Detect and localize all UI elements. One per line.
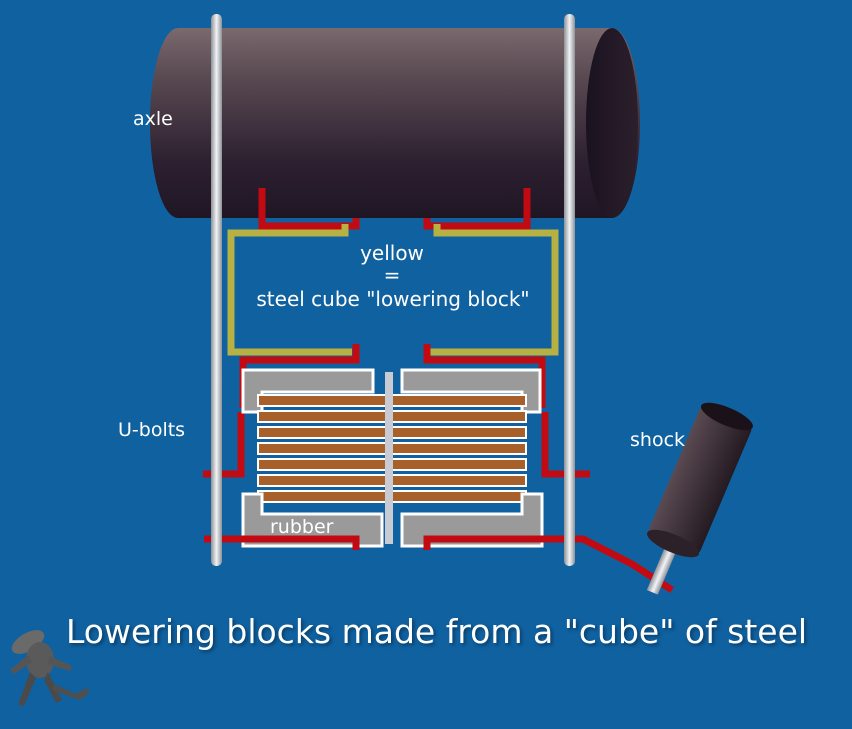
axle-bracket-right bbox=[423, 188, 531, 230]
caption-title: Lowering blocks made from a "cube" of st… bbox=[66, 612, 808, 651]
shock-absorber bbox=[646, 402, 753, 595]
lowering-block bbox=[227, 224, 559, 356]
center-pin bbox=[385, 372, 393, 544]
u-bolt-rod-left bbox=[211, 14, 222, 566]
steel-cube-label: steel cube "lowering block" bbox=[256, 287, 529, 311]
rubber-pad-bottom-right bbox=[400, 492, 544, 548]
shock-label: shock bbox=[630, 429, 685, 451]
axle-cylinder bbox=[150, 28, 640, 218]
equals-label: = bbox=[384, 263, 401, 287]
u-bolts-label: U-bolts bbox=[118, 419, 185, 441]
axle-label: axle bbox=[133, 108, 173, 130]
alien-logo-icon bbox=[10, 630, 90, 706]
rubber-label: rubber bbox=[270, 516, 334, 538]
rubber-pad-bottom-left bbox=[241, 492, 384, 548]
rubber-pad-top-left bbox=[241, 368, 375, 414]
u-bolt-rod-right bbox=[564, 14, 575, 566]
bottom-plate bbox=[204, 535, 674, 593]
axle-bracket-left bbox=[258, 188, 360, 230]
yellow-label: yellow bbox=[360, 241, 424, 265]
